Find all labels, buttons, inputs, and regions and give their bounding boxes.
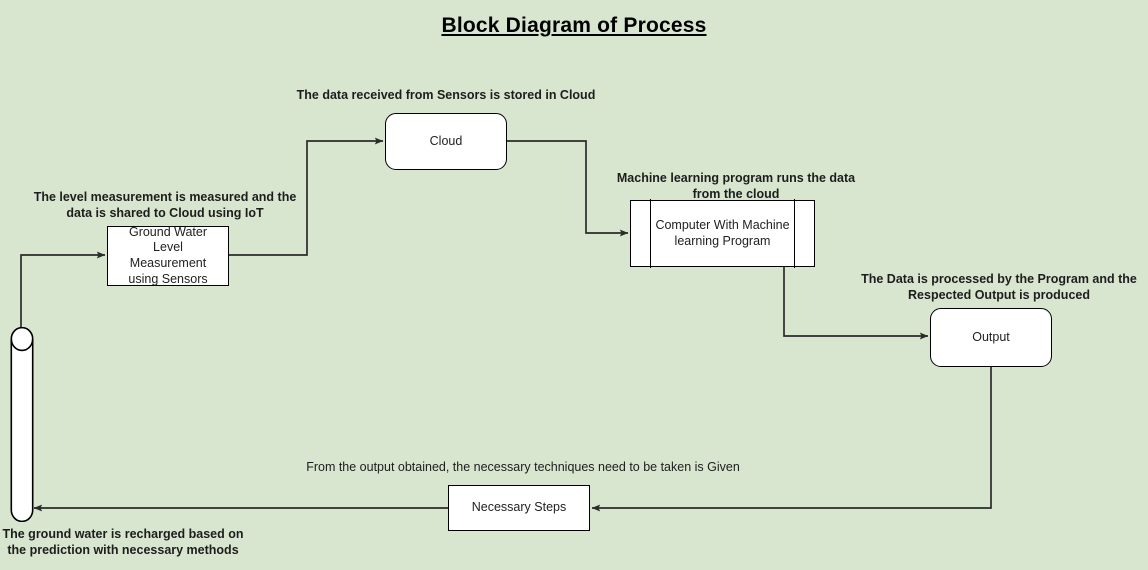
- node-ground-water-level-label: Ground Water Level Measurement using Sen…: [128, 224, 208, 286]
- caption-level-measurement: The level measurement is measured and th…: [33, 190, 297, 220]
- node-output-label: Output: [972, 329, 1010, 344]
- node-water-table[interactable]: [10, 327, 34, 522]
- node-computer-ml-label: Computer With Machine learning Program: [655, 217, 790, 248]
- page-title: Block Diagram of Process: [441, 14, 707, 37]
- node-ground-water-level[interactable]: Ground Water Level Measurement using Sen…: [107, 224, 229, 286]
- node-necessary-steps-label: Necessary Steps: [471, 500, 567, 515]
- node-cloud[interactable]: Cloud: [385, 113, 507, 170]
- node-computer-ml[interactable]: Computer With Machine learning Program: [630, 199, 815, 268]
- node-output[interactable]: Output: [930, 308, 1052, 367]
- caption-recharged: The ground water is recharged based on t…: [2, 527, 244, 557]
- caption-ml-program: Machine learning program runs the data f…: [616, 171, 856, 201]
- edge-watertable-to-groundwater: [20, 251, 106, 330]
- node-cloud-label: Cloud: [429, 133, 463, 148]
- caption-data-processed: The Data is processed by the Program and…: [861, 272, 1137, 302]
- edge-output-to-necessarysteps: [591, 367, 992, 512]
- caption-techniques-given: From the output obtained, the necessary …: [306, 460, 740, 474]
- caption-sensors-to-cloud: The data received from Sensors is stored…: [296, 88, 596, 102]
- node-necessary-steps[interactable]: Necessary Steps: [448, 485, 590, 531]
